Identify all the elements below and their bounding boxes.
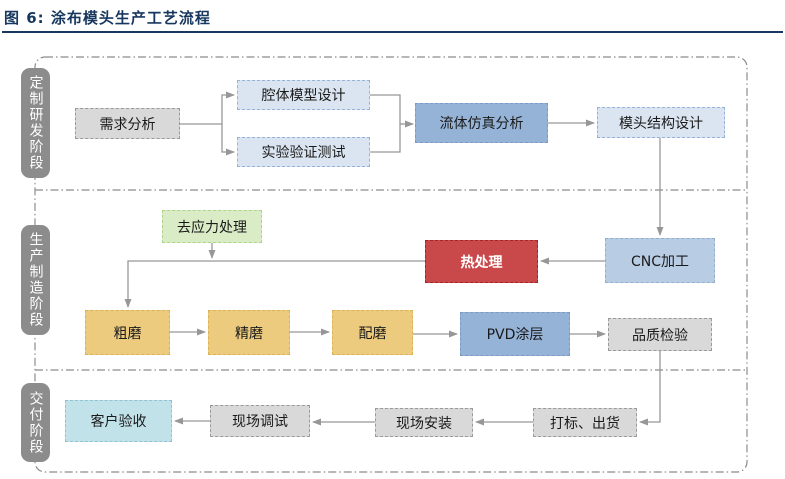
node-cavity-model-design: 腔体模型设计 — [237, 80, 370, 110]
node-pvd-coating: PVD涂层 — [460, 312, 570, 356]
connector-group — [124, 91, 664, 426]
node-die-structure-design: 模头结构设计 — [597, 107, 725, 138]
connector-merge-bracket — [370, 94, 401, 153]
title-divider — [2, 31, 783, 33]
node-cnc-machining: CNC加工 — [605, 238, 715, 283]
connector-heat-to-rough — [124, 260, 425, 308]
node-fluid-simulation: 流体仿真分析 — [415, 103, 548, 143]
figure-title: 图 6: 涂布模头生产工艺流程 — [4, 9, 211, 27]
node-experiment-validation: 实验验证测试 — [237, 137, 370, 167]
stage-label-production: 生产制造阶段 — [21, 225, 50, 335]
node-quality-inspection: 品质检验 — [608, 318, 712, 351]
stage-label-rd: 定制研发阶段 — [21, 68, 50, 178]
connector-to-cavity — [221, 91, 235, 124]
node-onsite-installation: 现场安装 — [375, 408, 473, 437]
node-heat-treatment: 热处理 — [425, 240, 538, 283]
connector-quality-to-marking — [639, 351, 661, 426]
stage-frame-border — [34, 56, 748, 473]
stage-label-delivery: 交付阶段 — [21, 383, 50, 462]
node-rough-grinding: 粗磨 — [85, 310, 170, 355]
node-customer-acceptance: 客户验收 — [65, 400, 172, 442]
node-marking-shipping: 打标、出货 — [533, 408, 637, 437]
node-stress-relief: 去应力处理 — [162, 210, 262, 243]
node-fit-grinding: 配磨 — [332, 310, 413, 355]
node-demand-analysis: 需求分析 — [75, 108, 180, 139]
connector-to-experiment — [221, 124, 235, 156]
node-onsite-debugging: 现场调试 — [210, 405, 310, 437]
node-fine-grinding: 精磨 — [208, 310, 290, 355]
